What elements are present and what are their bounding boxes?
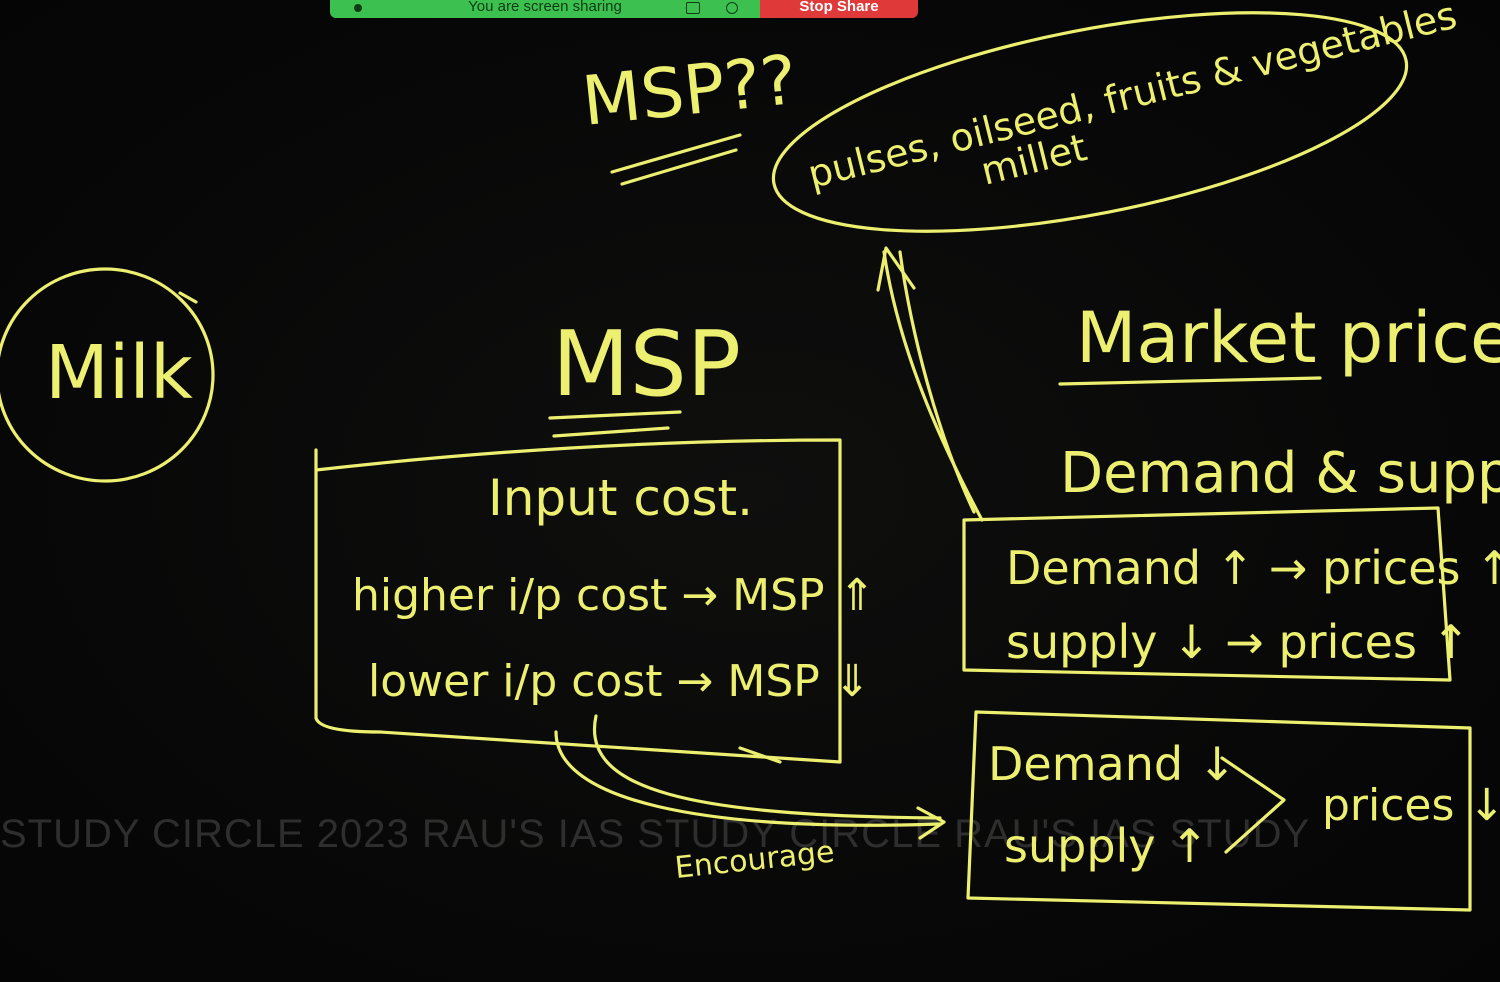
- encourage-label: Encourage: [673, 834, 836, 886]
- up-arrow-left: [882, 250, 984, 522]
- input-cost-box: [314, 438, 842, 764]
- msp-underline-1: [548, 410, 682, 420]
- box-bottom-arrow: [738, 746, 782, 764]
- demand-down-box: [966, 710, 1472, 912]
- msp-heading: MSP: [552, 312, 741, 417]
- crops-ellipse: [771, 11, 1409, 233]
- input-cost-heading: Input cost.: [488, 469, 753, 527]
- title-underline-1: [610, 133, 742, 174]
- encourage-arrow-outer: [554, 730, 942, 827]
- milk-circle-tail: [178, 291, 198, 304]
- screen-share-toolbar: You are screen sharing Stop Share: [330, 0, 918, 18]
- milk-label: Milk: [45, 330, 193, 416]
- market-price-underline: [1058, 376, 1322, 386]
- msp-underline-2: [552, 426, 670, 438]
- box1-line2: supply ↓ → prices ↑: [1006, 615, 1470, 669]
- box2-line1: Demand ↓: [988, 737, 1236, 791]
- security-shield-icon[interactable]: [726, 2, 738, 14]
- milk-circle: [0, 267, 215, 483]
- msp-question-title: MSP??: [579, 41, 801, 142]
- stop-share-button[interactable]: Stop Share: [760, 0, 918, 18]
- crops-note-line1: pulses, oilseed, fruits & vegetables: [804, 0, 1461, 197]
- encourage-arrowhead: [916, 806, 946, 840]
- up-arrow-right: [898, 250, 976, 514]
- sharing-indicator-icon: [354, 4, 362, 12]
- encourage-arrow-inner: [592, 714, 942, 820]
- box2-line2: supply ↑: [1004, 819, 1209, 873]
- market-price-heading: Market price: [1076, 297, 1500, 379]
- demand-up-box: [962, 506, 1452, 682]
- higher-cost-line: higher i/p cost → MSP ⇑: [352, 570, 875, 621]
- screen-sharing-status: You are screen sharing: [330, 0, 760, 18]
- pause-share-icon[interactable]: [686, 2, 700, 14]
- box2-result: prices ↓: [1322, 780, 1500, 831]
- box1-line1: Demand ↑ → prices ↑: [1006, 541, 1500, 595]
- demand-supply-heading: Demand & supply.: [1060, 441, 1500, 506]
- lower-cost-line: lower i/p cost → MSP ⇓: [368, 656, 871, 707]
- sharing-status-text: You are screen sharing: [468, 0, 622, 15]
- box2-merge-arrow: [1220, 756, 1286, 854]
- watermark: STUDY CIRCLE 2023 RAU'S IAS STUDY CIRCLE…: [0, 812, 1311, 856]
- title-underline-2: [620, 148, 738, 186]
- up-arrowhead: [876, 246, 916, 292]
